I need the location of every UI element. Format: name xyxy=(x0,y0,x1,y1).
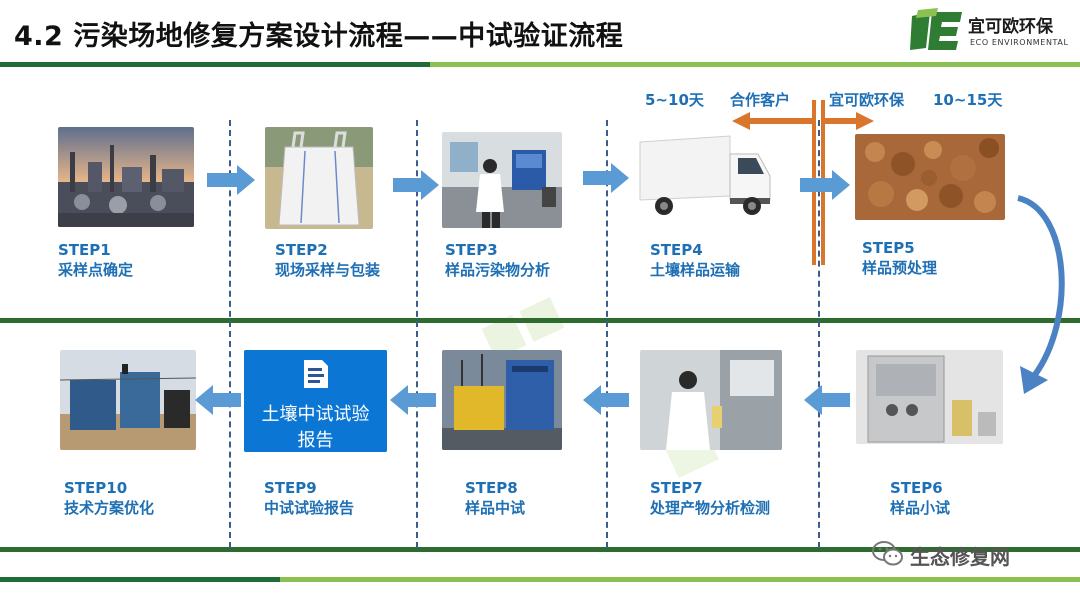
title-underline xyxy=(0,62,1080,67)
logo-mark-icon xyxy=(908,8,964,52)
report-title-line2: 报告 xyxy=(297,430,334,451)
flow-arrow-left-2 xyxy=(583,385,629,415)
step2-photo-bulk-bag xyxy=(265,127,373,229)
step-number: STEP10 xyxy=(64,479,128,497)
step2-label: STEP2 现场采样与包装 xyxy=(275,240,380,280)
step1-label: STEP1 采样点确定 xyxy=(58,240,133,280)
step-number: STEP3 xyxy=(445,241,498,259)
company-duration: 10~15天 xyxy=(933,91,1003,109)
step-name: 样品小试 xyxy=(890,499,951,517)
column-divider xyxy=(229,120,231,548)
step-number: STEP6 xyxy=(890,479,943,497)
step7-photo-analysis xyxy=(640,350,782,450)
step5-label: STEP5 样品预处理 xyxy=(862,238,937,278)
step-number: STEP5 xyxy=(862,239,915,257)
row-divider-top xyxy=(0,318,1080,323)
step8-label: STEP8 样品中试 xyxy=(465,478,525,518)
step4-label: STEP4 土壤样品运输 xyxy=(650,240,740,280)
flow-arrow-right-2 xyxy=(393,170,439,200)
step6-photo-instrument xyxy=(856,350,1003,444)
step7-label: STEP7 处理产物分析检测 xyxy=(650,478,770,518)
flow-arrow-left-3 xyxy=(390,385,436,415)
step-name: 土壤样品运输 xyxy=(650,261,741,279)
step-name: 样品预处理 xyxy=(862,259,938,277)
flow-arrow-left-4 xyxy=(195,385,241,415)
step3-label: STEP3 样品污染物分析 xyxy=(445,240,550,280)
step1-photo-refinery xyxy=(58,127,194,227)
footer-bar xyxy=(0,577,1080,582)
client-duration: 5~10天 xyxy=(645,91,704,109)
flow-arrow-right-4 xyxy=(800,170,850,200)
step-number: STEP4 xyxy=(650,241,703,259)
step9-label: STEP9 中试试验报告 xyxy=(264,478,354,518)
logo-name-cn: 宜可欧环保 xyxy=(968,17,1053,37)
flow-arrow-curve-down xyxy=(1010,190,1074,400)
page-title: 4.2 污染场地修复方案设计流程——中试验证流程 xyxy=(14,21,624,52)
step10-label: STEP10 技术方案优化 xyxy=(64,478,154,518)
step-number: STEP2 xyxy=(275,241,328,259)
flow-arrow-left-1 xyxy=(804,385,850,415)
step-name: 现场采样与包装 xyxy=(275,261,381,279)
column-divider xyxy=(606,120,608,548)
wechat-source-tag: 生态修复网 xyxy=(872,538,1062,570)
wechat-account-name: 生态修复网 xyxy=(910,545,1010,569)
step-number: STEP1 xyxy=(58,241,111,259)
step5-photo-soil xyxy=(855,134,1005,220)
step-name: 采样点确定 xyxy=(58,261,134,279)
step-name: 技术方案优化 xyxy=(64,499,155,517)
step6-label: STEP6 样品小试 xyxy=(890,478,950,518)
flow-arrow-right-3 xyxy=(583,163,629,193)
wechat-icon xyxy=(872,540,904,568)
step-name: 处理产物分析检测 xyxy=(650,499,771,517)
step8-photo-pilot-plant xyxy=(442,350,562,450)
report-title-line1: 土壤中试试验 xyxy=(261,404,370,425)
company-party: 宜可欧环保 xyxy=(829,91,905,109)
logo-name-en: ECO ENVIRONMENTAL xyxy=(970,38,1069,47)
company-logo: 宜可欧环保 ECO ENVIRONMENTAL xyxy=(908,6,1073,58)
step-number: STEP7 xyxy=(650,479,703,497)
column-divider xyxy=(416,120,418,548)
step-name: 样品中试 xyxy=(465,499,526,517)
row-divider-bottom xyxy=(0,547,1080,552)
step10-photo-site xyxy=(60,350,196,450)
flow-arrow-right-1 xyxy=(207,165,255,195)
step3-photo-lab xyxy=(442,132,562,228)
client-party: 合作客户 xyxy=(730,91,791,109)
column-divider xyxy=(818,120,820,548)
step4-photo-truck xyxy=(634,134,776,222)
step-number: STEP9 xyxy=(264,479,317,497)
step-name: 中试试验报告 xyxy=(264,499,355,517)
step9-report-tile: 土壤中试试验 报告 xyxy=(244,350,387,452)
step-number: STEP8 xyxy=(465,479,518,497)
step-name: 样品污染物分析 xyxy=(445,261,551,279)
